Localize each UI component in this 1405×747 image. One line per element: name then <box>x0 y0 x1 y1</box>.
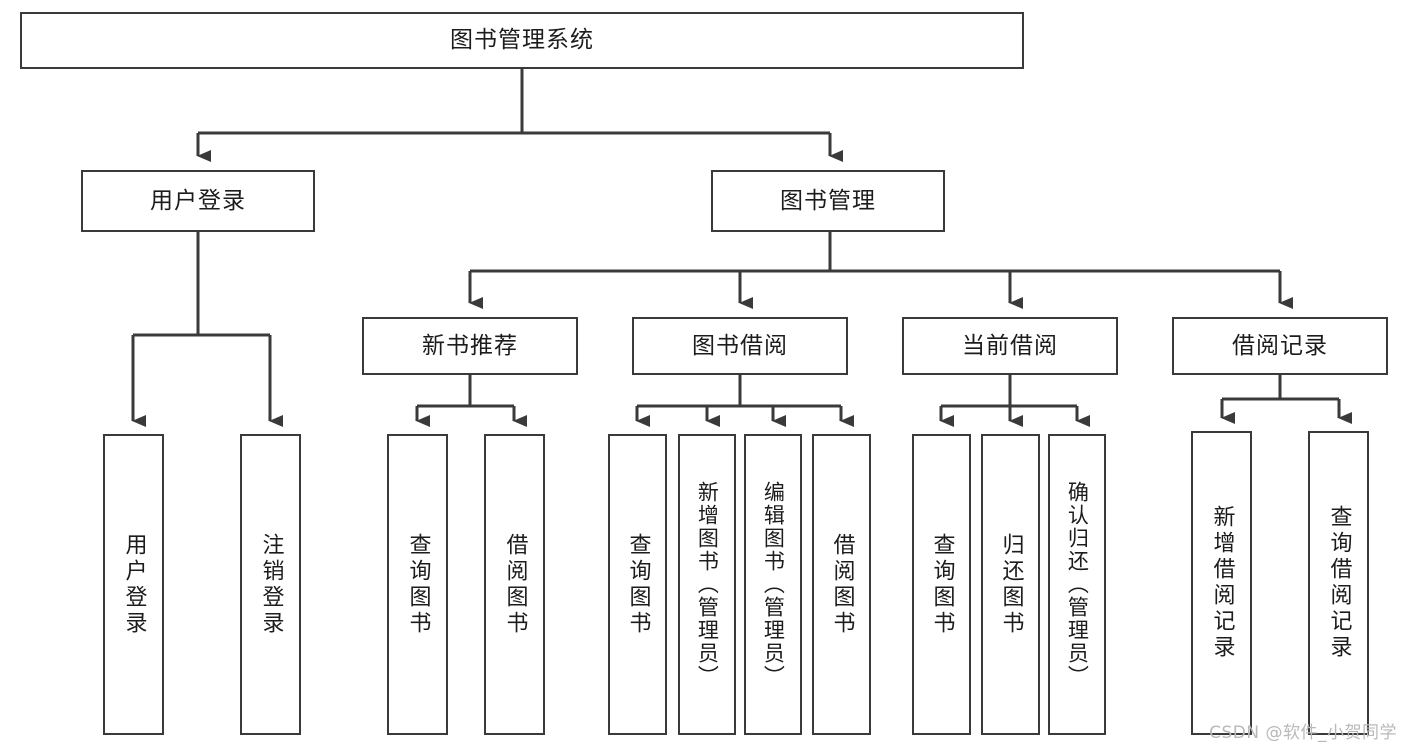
node-leaf-borrow-book-1-label: 借阅图书 <box>502 532 528 637</box>
node-user-login[interactable]: 用户登录 <box>81 170 315 232</box>
node-root-label: 图书管理系统 <box>450 27 594 54</box>
node-leaf-user-login-label: 用户登录 <box>121 532 147 637</box>
node-leaf-confirm-return[interactable]: 确认归还（管理员） <box>1048 434 1106 735</box>
node-leaf-borrow-book-2[interactable]: 借阅图书 <box>812 434 871 735</box>
node-leaf-query-record[interactable]: 查询借阅记录 <box>1308 431 1369 735</box>
node-leaf-user-logout[interactable]: 注销登录 <box>240 434 301 735</box>
node-leaf-query-record-label: 查询借阅记录 <box>1326 505 1352 661</box>
node-leaf-edit-book-label: 编辑图书（管理员） <box>761 481 786 688</box>
node-leaf-query-book-1-label: 查询图书 <box>405 532 431 637</box>
node-book-manage-label: 图书管理 <box>780 187 876 214</box>
node-leaf-user-logout-label: 注销登录 <box>258 532 284 637</box>
node-leaf-query-book-2-label: 查询图书 <box>625 532 651 637</box>
node-book-borrow[interactable]: 图书借阅 <box>632 317 848 375</box>
node-leaf-borrow-book-2-label: 借阅图书 <box>829 532 855 637</box>
node-leaf-query-book-3[interactable]: 查询图书 <box>912 434 971 735</box>
node-new-book-rec[interactable]: 新书推荐 <box>362 317 578 375</box>
node-leaf-add-book[interactable]: 新增图书（管理员） <box>678 434 736 735</box>
node-current-borrow[interactable]: 当前借阅 <box>902 317 1118 375</box>
node-user-login-label: 用户登录 <box>150 187 246 214</box>
node-leaf-add-book-label: 新增图书（管理员） <box>695 481 720 688</box>
node-leaf-confirm-return-label: 确认归还（管理员） <box>1065 481 1090 688</box>
node-current-borrow-label: 当前借阅 <box>962 332 1058 359</box>
node-root[interactable]: 图书管理系统 <box>20 12 1024 69</box>
node-leaf-return-book-label: 归还图书 <box>998 532 1024 637</box>
node-new-book-rec-label: 新书推荐 <box>422 332 518 359</box>
node-leaf-return-book[interactable]: 归还图书 <box>981 434 1040 735</box>
node-leaf-edit-book[interactable]: 编辑图书（管理员） <box>744 434 802 735</box>
node-leaf-query-book-3-label: 查询图书 <box>929 532 955 637</box>
node-leaf-borrow-book-1[interactable]: 借阅图书 <box>484 434 545 735</box>
node-leaf-query-book-2[interactable]: 查询图书 <box>608 434 667 735</box>
node-borrow-record-label: 借阅记录 <box>1232 332 1328 359</box>
node-leaf-query-book-1[interactable]: 查询图书 <box>387 434 448 735</box>
node-borrow-record[interactable]: 借阅记录 <box>1172 317 1388 375</box>
node-leaf-add-record-label: 新增借阅记录 <box>1209 505 1235 661</box>
node-book-borrow-label: 图书借阅 <box>692 332 788 359</box>
node-leaf-user-login[interactable]: 用户登录 <box>103 434 164 735</box>
csdn-watermark: CSDN @软件_小贺同学 <box>1209 723 1397 743</box>
node-leaf-add-record[interactable]: 新增借阅记录 <box>1191 431 1252 735</box>
node-book-manage[interactable]: 图书管理 <box>711 170 945 232</box>
